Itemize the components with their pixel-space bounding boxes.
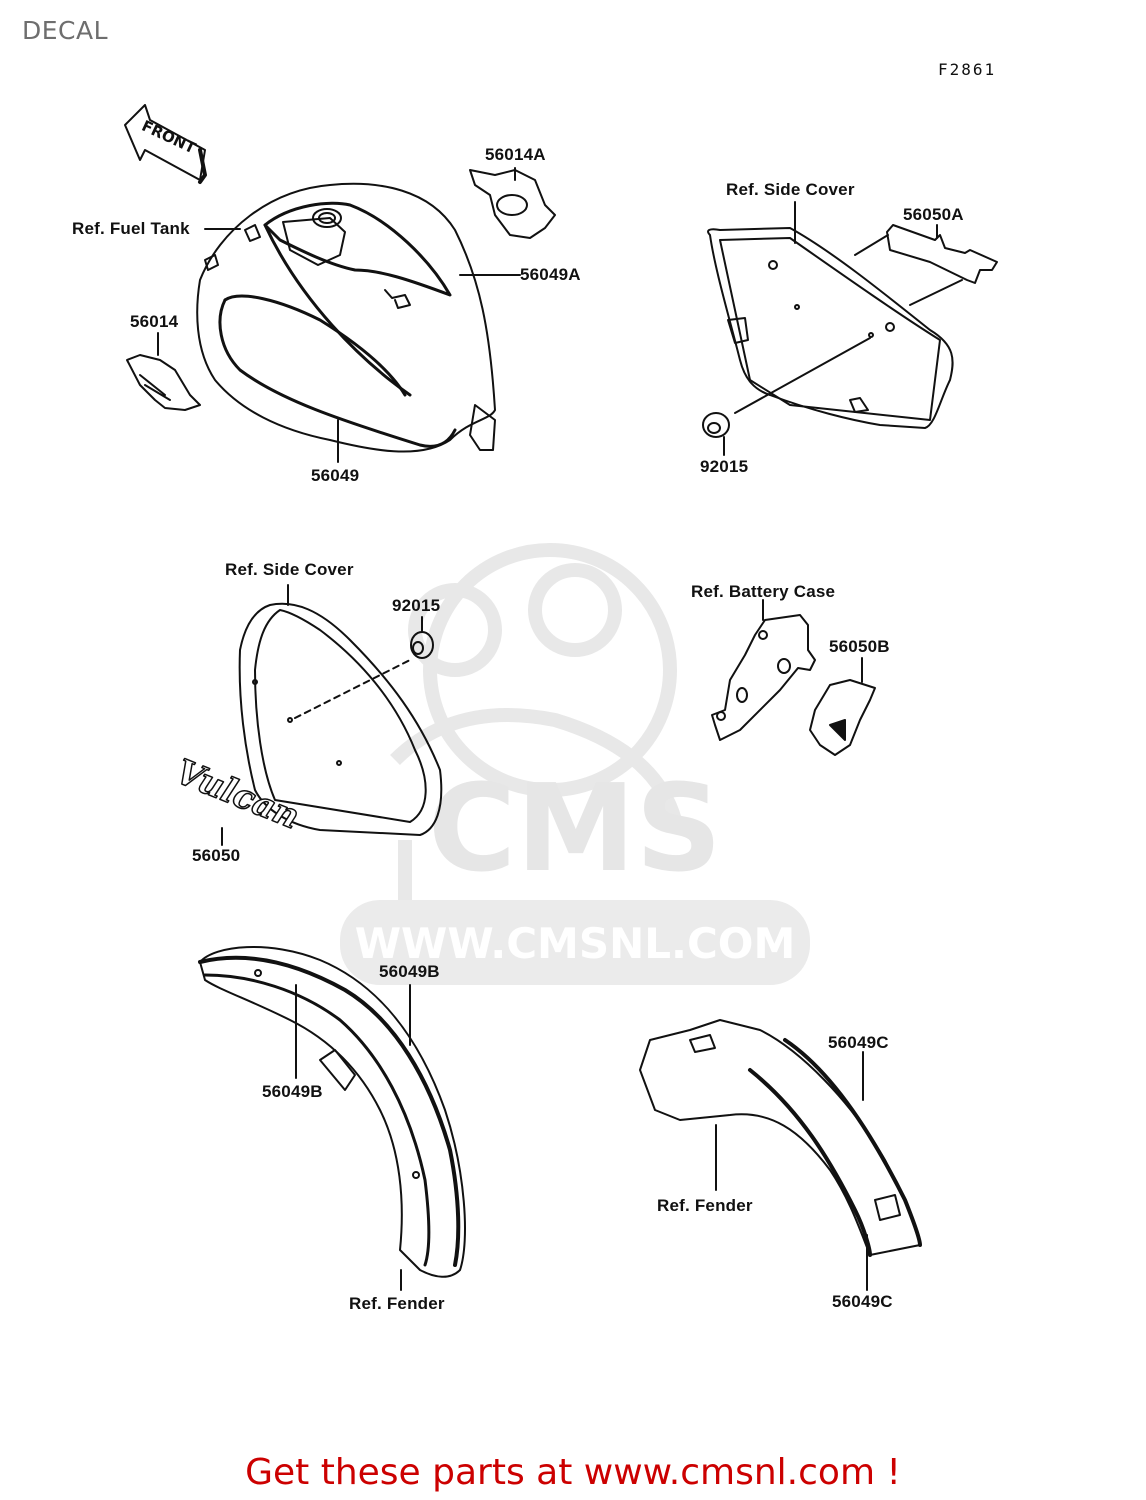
callout-56049C-bottom: 56049C <box>832 1292 893 1311</box>
decal-56014A-drawing <box>469 169 556 239</box>
battery-case-drawing <box>711 599 816 741</box>
grommet-92015-right-drawing <box>702 412 730 438</box>
callout-ref-fuel-tank: Ref. Fuel Tank <box>72 219 190 238</box>
rear-fender-drawing <box>639 1019 922 1291</box>
decal-56050A-drawing <box>886 224 998 284</box>
vulcan-emblem-drawing: Vulcan <box>169 751 306 846</box>
decal-56050B-drawing <box>809 679 876 756</box>
cms-watermark-logo: CMS WWW.CMSNL.COM <box>340 543 810 985</box>
footer-cta-link[interactable]: Get these parts at www.cmsnl.com ! <box>245 1452 901 1493</box>
callout-ref-battery-case: Ref. Battery Case <box>691 582 836 601</box>
side-cover-left-drawing <box>238 584 443 836</box>
callout-56014: 56014 <box>130 312 179 331</box>
fuel-tank-drawing <box>196 182 496 453</box>
callout-56049C-top: 56049C <box>828 1033 889 1052</box>
callout-56049B-inner: 56049B <box>262 1082 323 1101</box>
svg-text:Vulcan: Vulcan <box>170 752 305 838</box>
callout-56049A: 56049A <box>520 265 581 284</box>
callout-56049B-top: 56049B <box>379 962 440 981</box>
callout-ref-side-cover-left: Ref. Side Cover <box>225 560 354 579</box>
page-title: DECAL <box>22 16 109 45</box>
callout-56014A: 56014A <box>485 145 546 164</box>
callout-ref-fender-rear: Ref. Fender <box>657 1196 753 1215</box>
side-cover-right-drawing <box>707 227 963 429</box>
callout-ref-side-cover-right: Ref. Side Cover <box>726 180 855 199</box>
callout-56050A: 56050A <box>903 205 964 224</box>
callout-56050B: 56050B <box>829 637 890 656</box>
front-fender-drawing <box>198 946 466 1291</box>
callout-92015-right: 92015 <box>700 457 749 476</box>
figure-code: F2861 <box>938 60 997 79</box>
svg-text:WWW.CMSNL.COM: WWW.CMSNL.COM <box>355 919 796 968</box>
callout-56050: 56050 <box>192 846 241 865</box>
decal-56014-drawing <box>126 354 201 411</box>
front-arrow-icon <box>124 104 207 184</box>
callout-ref-fender-front: Ref. Fender <box>349 1294 445 1313</box>
callout-92015-left: 92015 <box>392 596 441 615</box>
svg-text:CMS: CMS <box>428 760 722 899</box>
callout-56049: 56049 <box>311 466 360 485</box>
